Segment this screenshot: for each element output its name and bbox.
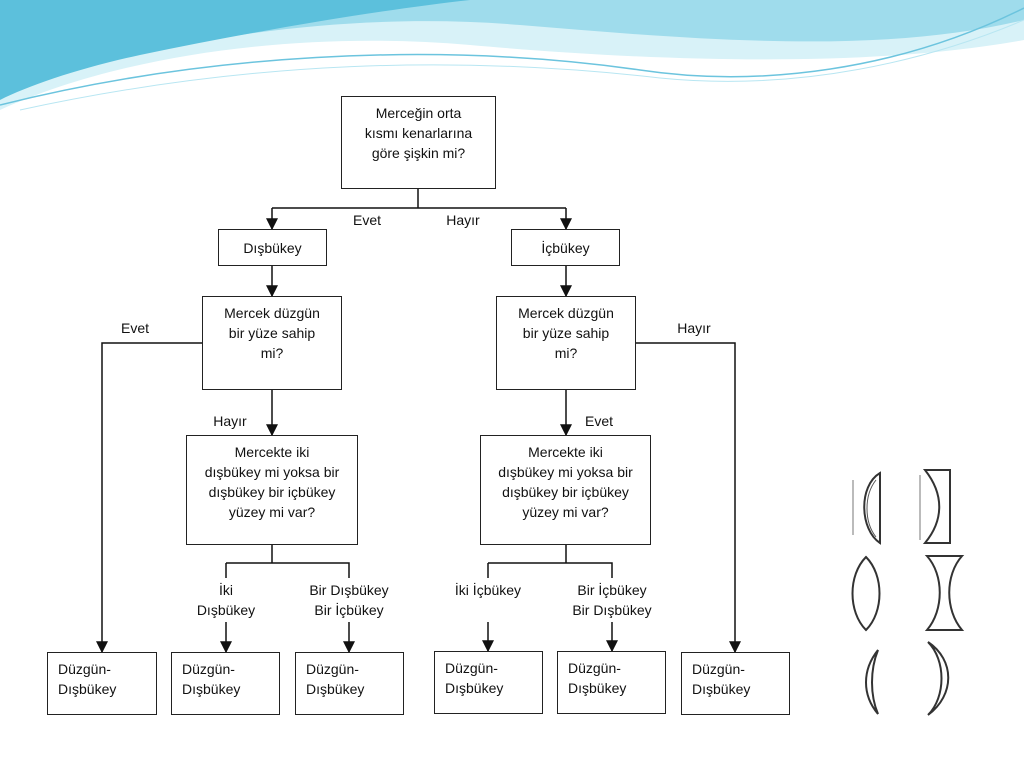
- convex-meniscus-lens-icon: [927, 641, 950, 716]
- connector-right-q2-bar: [488, 562, 613, 578]
- root-no-label: Hayır: [446, 212, 480, 228]
- disbukey-box: Dışbükey: [218, 229, 327, 266]
- left-surface-type-question-box: Mercekte iki dışbükey mi yoksa bir dışbü…: [186, 435, 358, 545]
- left-yes-label: Evet: [120, 320, 149, 336]
- banner-wave-dark: [0, 0, 470, 100]
- left-convex-concave-label: Bir Dışbükey Bir İçbükey: [309, 582, 389, 618]
- leaf-box-5: Düzgün- Dışbükey: [557, 651, 666, 714]
- root-question-box: Merceğin orta kısmı kenarlarına göre şiş…: [341, 96, 496, 189]
- connector-left-yes: [96, 342, 202, 654]
- leaf-box-6: Düzgün- Dışbükey: [681, 652, 790, 715]
- root-yes-label: Evet: [352, 212, 381, 228]
- left-two-convex-label: İki Dışbükey: [196, 582, 256, 618]
- left-no-label: Hayır: [213, 413, 247, 429]
- connector-left-q2-bar: [226, 562, 350, 578]
- plano-convex-lens-icon: [863, 471, 881, 545]
- banner-wave-curve-2: [19, 19, 1024, 111]
- right-two-concave-label: İki İçbükey: [454, 582, 522, 598]
- connector-right-no: [636, 342, 741, 654]
- leaf-box-4: Düzgün- Dışbükey: [434, 651, 543, 714]
- right-no-label: Hayır: [677, 320, 711, 336]
- banner-wave-curve: [0, 7, 1024, 106]
- leaf-box-3: Düzgün- Dışbükey: [295, 652, 404, 715]
- icbukey-box: İçbükey: [511, 229, 620, 266]
- leaf-box-1: Düzgün- Dışbükey: [47, 652, 157, 715]
- plano-concave-lens-icon: [922, 469, 951, 544]
- right-concave-convex-label: Bir İçbükey Bir Dışbükey: [572, 582, 652, 618]
- right-surface-type-question-box: Mercekte iki dışbükey mi yoksa bir dışbü…: [480, 435, 651, 545]
- leaf-box-2: Düzgün- Dışbükey: [171, 652, 280, 715]
- biconvex-lens-icon: [851, 555, 881, 632]
- right-smooth-surface-question-box: Mercek düzgün bir yüze sahip mi?: [496, 296, 636, 390]
- biconcave-lens-icon: [924, 555, 965, 631]
- header-banner: [0, 0, 1024, 111]
- plano-convex-lens-shadow-icon: [866, 479, 877, 538]
- left-smooth-surface-question-box: Mercek düzgün bir yüze sahip mi?: [202, 296, 342, 390]
- right-yes-label: Evet: [584, 413, 613, 429]
- concave-meniscus-lens-icon: [865, 649, 879, 715]
